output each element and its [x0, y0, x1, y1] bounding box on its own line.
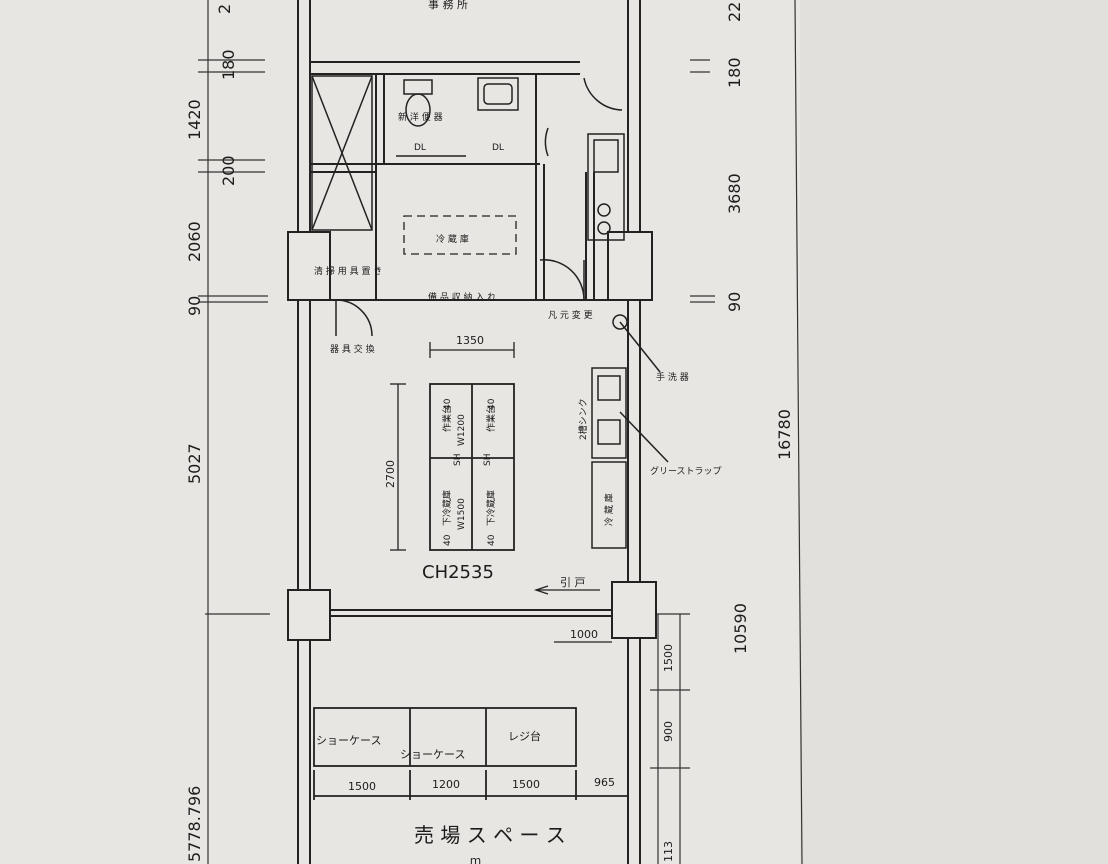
dim-right-top: 22	[725, 2, 744, 22]
dim-front-1: 1500	[348, 780, 376, 793]
dim-right-180: 180	[725, 57, 744, 88]
shaft	[311, 75, 373, 231]
shelf-label: 冷 蔵 庫	[603, 493, 615, 526]
dimension-lines	[198, 0, 803, 864]
dim-left-180: 180	[219, 49, 238, 80]
dim-left-5027: 5027	[185, 443, 204, 484]
dim-left-5778: 5778.796	[185, 786, 204, 862]
dim-left-1420: 1420	[185, 99, 204, 140]
cold-label: 凡 元 変 更	[548, 309, 593, 321]
table-label-top-left: 作業台	[441, 405, 453, 432]
table-w-bottom: W1500	[457, 498, 467, 530]
table-label-bottom-left: 下冷蔵庫	[441, 490, 453, 526]
dim-right-10590: 10590	[731, 603, 750, 654]
dl-right-label: DL	[492, 143, 504, 153]
dim-right-113: 113	[662, 841, 675, 862]
walkin-label: 冷 蔵 庫	[436, 233, 469, 245]
register-label: レジ台	[508, 729, 541, 743]
dim-right-90: 90	[725, 292, 744, 312]
toilet-fixtures	[335, 77, 623, 337]
table-spec-bottom: SH	[483, 454, 493, 466]
walk-in-fridge	[403, 215, 517, 255]
top-room-label: 事 務 所	[428, 0, 468, 11]
sink-label: 2槽シンク	[577, 398, 589, 440]
table-num-2: 40	[487, 398, 497, 410]
storage-label: 備 品 収 納 入 れ	[428, 291, 496, 303]
dim-door-width: 1000	[570, 628, 598, 641]
hand-wash-label: 手 洗 器	[656, 371, 689, 383]
toilet-label: 新 洋 便 器	[398, 111, 443, 123]
dim-front-3: 1500	[512, 778, 540, 791]
sales-space-sub: ｍ	[470, 854, 481, 864]
dim-right-1500: 1500	[662, 644, 675, 672]
sales-space-label: 売 場 ス ペ ー ス	[414, 823, 566, 847]
table-w-top: W1200	[457, 414, 467, 446]
dim-front-4: 965	[594, 776, 615, 789]
tools-label: 器 具 交 換	[330, 343, 375, 355]
dim-table-width: 1350	[456, 334, 484, 347]
interior-dimensions	[390, 342, 612, 643]
dim-left-90: 90	[185, 296, 204, 316]
dim-left-200: 200	[219, 155, 238, 186]
dim-front-2: 1200	[432, 778, 460, 791]
grease-trap-label: グリーストラップ	[650, 465, 722, 477]
dim-right-900: 900	[662, 721, 675, 742]
showcase-2: ショーケース	[400, 748, 465, 761]
table-num-1: 40	[443, 398, 453, 410]
table-spec-top: SH	[453, 454, 463, 466]
columns	[287, 231, 657, 641]
showcase-1: ショーケース	[316, 734, 381, 747]
dim-table-length: 2700	[384, 460, 397, 488]
dim-left-2060: 2060	[185, 221, 204, 262]
dim-left-top: 2	[215, 4, 234, 14]
clean-label: 清 掃 用 具 置 き	[314, 265, 382, 277]
dim-right-3680: 3680	[725, 173, 744, 214]
work-tables	[429, 383, 515, 551]
table-num-4: 40	[487, 534, 497, 546]
table-num-3: 40	[443, 534, 453, 546]
table-label-bottom-right: 下冷蔵庫	[485, 490, 497, 526]
dim-right-16780: 16780	[775, 409, 794, 460]
kitchen-equipment-right	[587, 133, 669, 549]
dl-left-label: DL	[414, 143, 426, 153]
front-counters	[313, 707, 628, 800]
sliding-door-label: 引 戸	[560, 575, 586, 589]
kitchen-code: CH2535	[422, 562, 494, 583]
table-label-top-right: 作業台	[485, 405, 497, 432]
